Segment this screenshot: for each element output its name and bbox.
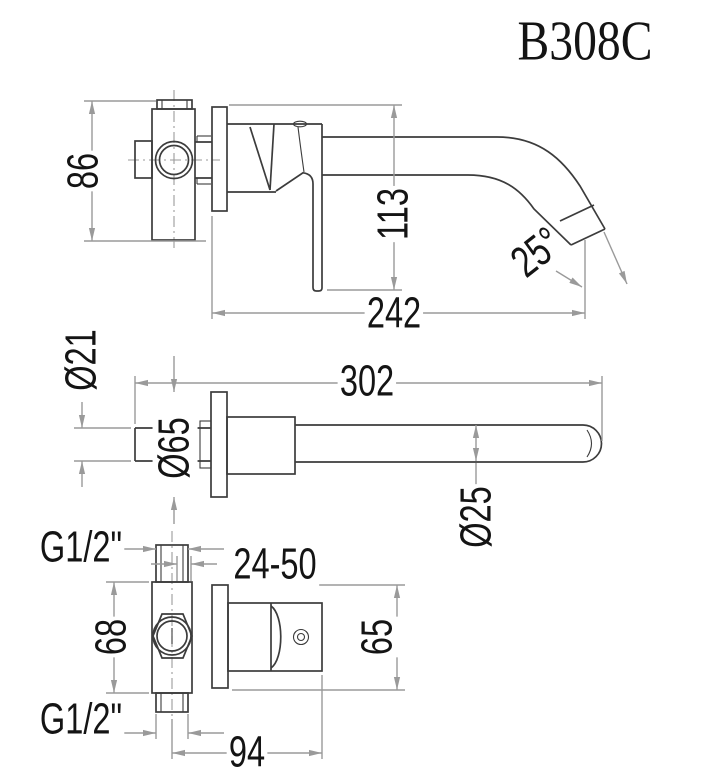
dim-trim-diameter: 65 [353,616,402,658]
dim-side-body-height: 86 [59,150,108,192]
dim-inlet-thread: G1/2" [37,525,125,571]
dim-spout-reach: 242 [364,291,424,337]
side-view-drawing [84,90,628,319]
dim-inlet-diameter: Ø21 [57,327,106,393]
dim-front-body-height: 68 [87,616,136,658]
dim-flange-diameter: Ø65 [150,415,199,481]
dim-spout-diameter: Ø25 [452,484,501,550]
dim-handle-length: 94 [226,730,268,776]
dim-outlet-thread: G1/2" [37,697,125,743]
dim-overall-length: 302 [337,359,397,405]
dim-wall-depth-range: 24-50 [231,542,319,588]
model-number: B308C [515,13,655,71]
dim-spout-drop: 113 [369,185,418,243]
